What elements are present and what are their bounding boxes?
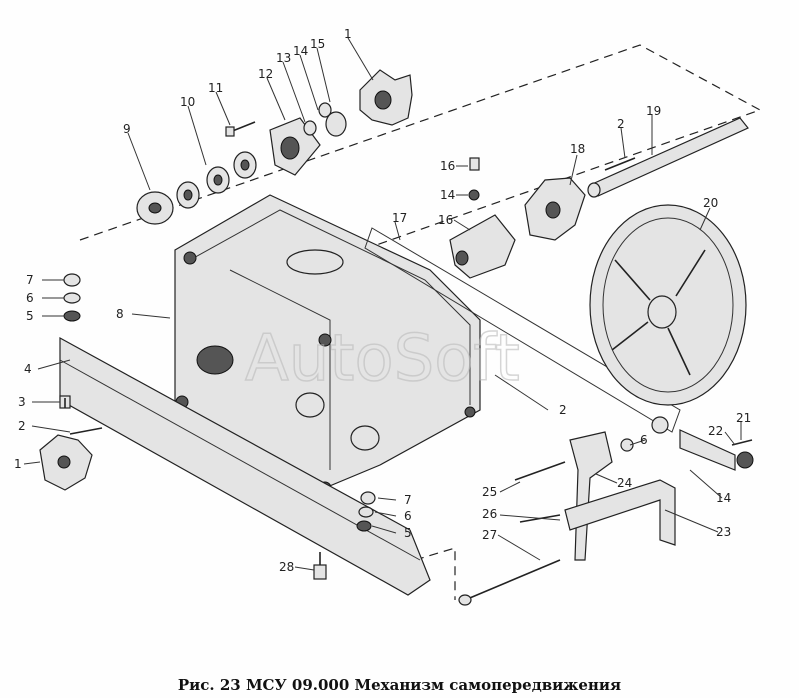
rod-27 <box>458 559 561 606</box>
callout-16-hub: 16 <box>438 213 453 227</box>
bolt-11 <box>225 121 256 137</box>
callout-2-left: 2 <box>18 419 26 433</box>
callout-1-top: 1 <box>344 27 352 41</box>
callout-7-bottom: 7 <box>404 493 412 507</box>
washer-5-left <box>63 310 81 322</box>
callout-14-top: 14 <box>293 44 308 58</box>
callout-6-bottom: 6 <box>404 509 412 523</box>
callout-4: 4 <box>24 362 32 376</box>
callout-25: 25 <box>482 485 497 499</box>
bolt-3 <box>59 395 71 409</box>
sprocket-1-top <box>359 69 413 126</box>
bolt-28 <box>313 552 327 580</box>
bracket-23-24 <box>564 431 676 561</box>
washer-6-bottom <box>358 506 374 518</box>
callout-14-right: 14 <box>716 491 731 505</box>
sprocket-1-left <box>39 434 93 491</box>
small-parts-14-16 <box>468 157 480 201</box>
pulley-20 <box>589 204 747 406</box>
callout-19: 19 <box>646 104 661 118</box>
callout-6-right: 6 <box>640 433 648 447</box>
callout-3: 3 <box>18 395 26 409</box>
callout-2-mid: 2 <box>559 403 567 417</box>
callout-6-left: 6 <box>26 291 34 305</box>
callout-labels: 1 2 19 15 14 13 12 11 10 9 16 14 16 18 1… <box>14 27 751 574</box>
callout-7-left: 7 <box>26 273 34 287</box>
callout-2-top: 2 <box>617 117 625 131</box>
callout-23: 23 <box>716 525 731 539</box>
callout-15-top: 15 <box>310 37 325 51</box>
hub-16 <box>449 214 516 279</box>
washer-5-bottom <box>356 520 372 532</box>
callout-24: 24 <box>617 476 632 490</box>
leader-lines <box>23 37 742 571</box>
plate-17 <box>364 227 681 433</box>
callout-1-left: 1 <box>14 457 22 471</box>
spring-25-26 <box>514 461 566 523</box>
callout-9: 9 <box>123 122 131 136</box>
bearing-housing-9 <box>136 191 174 225</box>
callout-21: 21 <box>736 411 751 425</box>
washers-10 <box>176 151 257 209</box>
callout-12: 12 <box>258 67 273 81</box>
callout-5-bottom: 5 <box>404 526 412 540</box>
rings-13-14-15 <box>303 102 347 137</box>
callout-14-mid: 14 <box>440 188 455 202</box>
callout-8: 8 <box>116 307 124 321</box>
right-fasteners <box>620 416 754 471</box>
figure-caption: Рис. 23 МСУ 09.000 Механизм самопередвиж… <box>177 676 622 694</box>
nut-7-left <box>63 273 81 287</box>
hub-18 <box>524 177 586 241</box>
callout-5-left: 5 <box>26 309 34 323</box>
callout-22: 22 <box>708 424 723 438</box>
callout-10: 10 <box>180 95 195 109</box>
callout-20: 20 <box>703 196 718 210</box>
washer-6-left <box>63 292 81 304</box>
nut-7-bottom <box>360 491 376 505</box>
screw-2-left <box>69 427 103 435</box>
callout-18: 18 <box>570 142 585 156</box>
shaft-axis-top <box>79 44 762 301</box>
callout-27: 27 <box>482 528 497 542</box>
callout-16-small: 16 <box>440 159 455 173</box>
callout-26: 26 <box>482 507 497 521</box>
callout-13: 13 <box>276 51 291 65</box>
shaft-19 <box>587 117 749 198</box>
callout-11: 11 <box>208 81 223 95</box>
gearbox-housing <box>174 194 481 495</box>
callout-17: 17 <box>392 211 407 225</box>
watermark: AutoSoft <box>245 322 520 396</box>
shaft-axis-bottom <box>414 547 456 600</box>
callout-28: 28 <box>279 560 294 574</box>
